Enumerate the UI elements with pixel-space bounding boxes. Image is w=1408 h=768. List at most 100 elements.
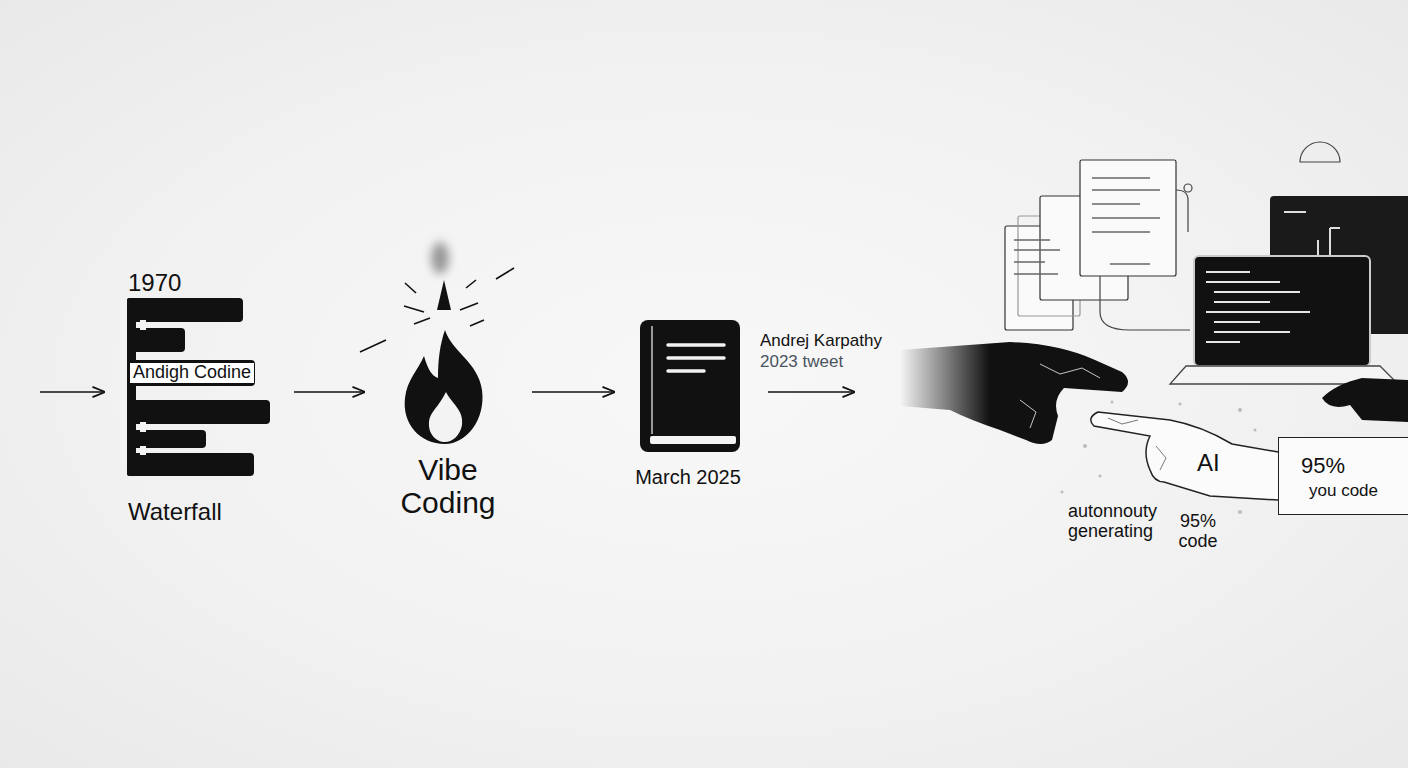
fire-icon-part-part — [404, 306, 424, 312]
waterfall-icon-part — [127, 360, 255, 386]
node-label: Waterfall — [128, 499, 222, 525]
sleeve-cuff: 95% you code — [1278, 437, 1408, 515]
documents-part — [1176, 190, 1188, 232]
laptop-part-part — [1206, 341, 1240, 343]
reaching-hand-light — [1091, 412, 1278, 500]
timeline-stage: Vibe Coding — [368, 250, 528, 530]
annotation-text: Andrej Karpathy — [760, 332, 882, 351]
sparkles-part — [1099, 475, 1102, 478]
fire-icon-part — [360, 268, 514, 352]
hand-dark-right-part — [1322, 378, 1408, 422]
fire-icon-part-part — [360, 340, 386, 352]
node-label: autonnouty generating — [1068, 502, 1168, 542]
book-icon-part-part — [668, 356, 724, 360]
documents-part — [1080, 160, 1176, 276]
book-icon-part — [651, 326, 652, 434]
fire-icon-part-part — [470, 320, 484, 326]
sparkles-part — [1179, 403, 1182, 406]
fire-icon-part — [431, 242, 449, 274]
fire-icon-part — [429, 392, 462, 442]
sparkles-part — [1083, 444, 1087, 448]
timeline-arrow — [294, 391, 364, 393]
book-icon-part — [668, 345, 724, 371]
monitor-part-part — [1284, 211, 1306, 213]
sparkles-part — [1238, 510, 1242, 514]
book-icon — [640, 320, 740, 452]
reaching-hand-dark-part — [900, 342, 1128, 444]
timeline-arrow — [532, 391, 614, 393]
fire-icon-part — [405, 330, 483, 444]
waterfall-icon — [127, 298, 270, 476]
documents-part — [1100, 276, 1190, 330]
entry-arrow — [40, 392, 104, 393]
fire-icon-part-part — [414, 318, 430, 324]
documents-part — [1184, 184, 1192, 192]
waterfall-icon-part — [140, 422, 146, 432]
monitor-part-part — [1330, 227, 1340, 229]
node-label: 95% code — [1170, 512, 1226, 552]
waterfall-icon-part — [127, 328, 185, 352]
laptop-part — [1194, 256, 1370, 366]
reaching-hand-light-part-part — [1108, 418, 1138, 424]
fire-icon-part-part — [460, 303, 478, 310]
book-icon-part-part — [668, 369, 704, 373]
reaching-hand-dark-part-part — [1040, 364, 1100, 378]
waterfall-icon-part — [127, 453, 254, 476]
sparkles-part — [1111, 401, 1114, 404]
fire-icon-part-part — [405, 283, 416, 293]
laptop-part-part — [1214, 321, 1260, 323]
annotation-text: 2023 tweet — [760, 353, 843, 372]
waterfall-icon-part — [127, 430, 206, 448]
documents-part-part — [1092, 231, 1150, 233]
illustration-stage: AIautonnouty generating95% code95%you co… — [858, 150, 1408, 570]
node-label: Vibe Coding — [388, 453, 508, 519]
documents-part — [1300, 142, 1340, 162]
documents-part-part — [1014, 239, 1050, 241]
laptop-part-part — [1214, 331, 1290, 333]
node-label: Andigh Codine — [130, 363, 254, 383]
book-icon-part — [650, 436, 736, 444]
node-label: 95% — [1301, 454, 1345, 478]
entry-arrow-part — [40, 391, 104, 393]
sparkles-part — [1238, 408, 1242, 412]
documents-part — [1014, 178, 1160, 274]
laptop-part-part — [1206, 271, 1250, 273]
documents-part-part — [1014, 249, 1060, 251]
fire-icon — [360, 242, 514, 444]
laptop-part-part — [1214, 291, 1300, 293]
node-label: 1970 — [128, 270, 181, 296]
reaching-hand-light-part — [1108, 418, 1166, 470]
documents-part-part — [1110, 263, 1150, 265]
laptop — [1170, 256, 1398, 384]
waterfall-icon-part — [127, 298, 136, 476]
reaching-hand-light-part — [1091, 412, 1278, 500]
reaching-hand-dark-part-part — [1020, 400, 1036, 428]
node-label: you code — [1309, 482, 1378, 501]
waterfall-icon-part — [140, 320, 146, 330]
fire-icon-part — [437, 280, 451, 310]
laptop-part-part — [1206, 311, 1310, 313]
book-icon-part-part — [668, 343, 724, 347]
sparkles-part — [1061, 491, 1064, 494]
reaching-hand-dark-part — [1020, 364, 1100, 428]
documents-part-part — [1092, 177, 1150, 179]
waterfall-icon-part — [127, 400, 270, 424]
laptop-part — [1206, 272, 1310, 342]
documents-part-part — [1092, 189, 1160, 191]
timeline-arrow — [768, 391, 854, 393]
documents-part-part — [1014, 273, 1058, 275]
laptop-part-part — [1206, 281, 1280, 283]
documents-part-part — [1014, 261, 1045, 263]
timeline-stage: 1970Andigh CodineWaterfall — [120, 262, 290, 532]
reaching-hand-dark — [900, 342, 1128, 444]
hand-dark-right — [1322, 378, 1408, 422]
fire-icon-part-part — [496, 268, 514, 279]
book-icon-part — [640, 320, 740, 452]
laptop-part-part — [1214, 301, 1270, 303]
sparkles-part — [1254, 429, 1257, 432]
waterfall-icon-part — [140, 446, 146, 455]
fire-icon-part-part — [466, 280, 476, 288]
